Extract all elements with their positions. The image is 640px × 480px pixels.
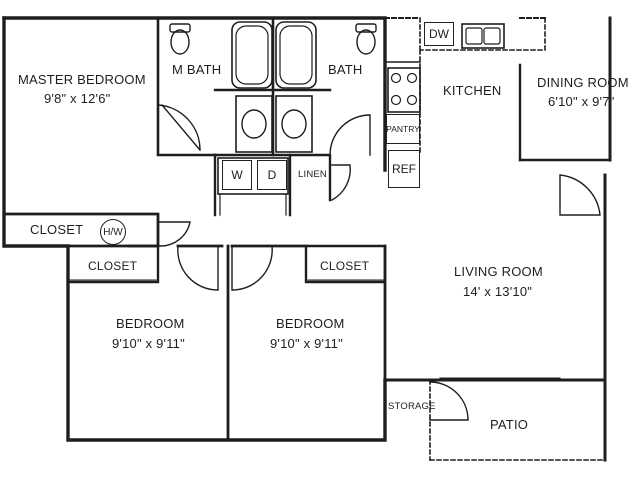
kitchen-sink — [461, 23, 505, 49]
toilet-left — [170, 29, 190, 55]
linen-label: LINEN — [298, 169, 327, 180]
room-size-master-bedroom: 9'8" x 12'6" — [44, 91, 111, 106]
water-heater-icon: H/W — [100, 219, 126, 245]
room-size-bedroom-right: 9'10" x 9'11" — [270, 336, 343, 351]
bathtub-right — [275, 21, 317, 89]
room-size-dining-room: 6'10" x 9'7" — [548, 94, 615, 109]
room-name-patio: PATIO — [490, 417, 529, 432]
room-name-m-bath: M BATH — [172, 62, 222, 77]
room-name-living-room: LIVING ROOM — [454, 264, 543, 279]
toilet-right — [356, 29, 376, 55]
room-name-bedroom-right: BEDROOM — [276, 316, 345, 331]
pantry-label: PANTRY — [386, 114, 420, 144]
bathtub-left — [231, 21, 273, 89]
room-size-living-room: 14' x 13'10" — [463, 284, 533, 299]
stove — [387, 67, 421, 113]
room-name-bath: BATH — [328, 62, 363, 77]
door-swing — [157, 104, 201, 151]
room-name-storage: STORAGE — [388, 401, 436, 412]
kitchen-outline — [419, 17, 546, 51]
closet-right-label: CLOSET — [320, 259, 370, 273]
sink-left — [235, 95, 273, 153]
dishwasher-label: DW — [424, 22, 454, 46]
washer-label: W — [222, 160, 252, 190]
refrigerator-label: REF — [388, 150, 420, 188]
closet-left-label: CLOSET — [88, 259, 138, 273]
sink-right — [275, 95, 313, 153]
room-name-kitchen: KITCHEN — [443, 83, 502, 98]
room-size-bedroom-left: 9'10" x 9'11" — [112, 336, 185, 351]
closet-master-label: CLOSET — [30, 222, 84, 237]
room-name-dining-room: DINING ROOM — [537, 75, 629, 90]
dryer-label: D — [257, 160, 287, 190]
room-name-master-bedroom: MASTER BEDROOM — [18, 72, 146, 87]
room-name-bedroom-left: BEDROOM — [116, 316, 185, 331]
